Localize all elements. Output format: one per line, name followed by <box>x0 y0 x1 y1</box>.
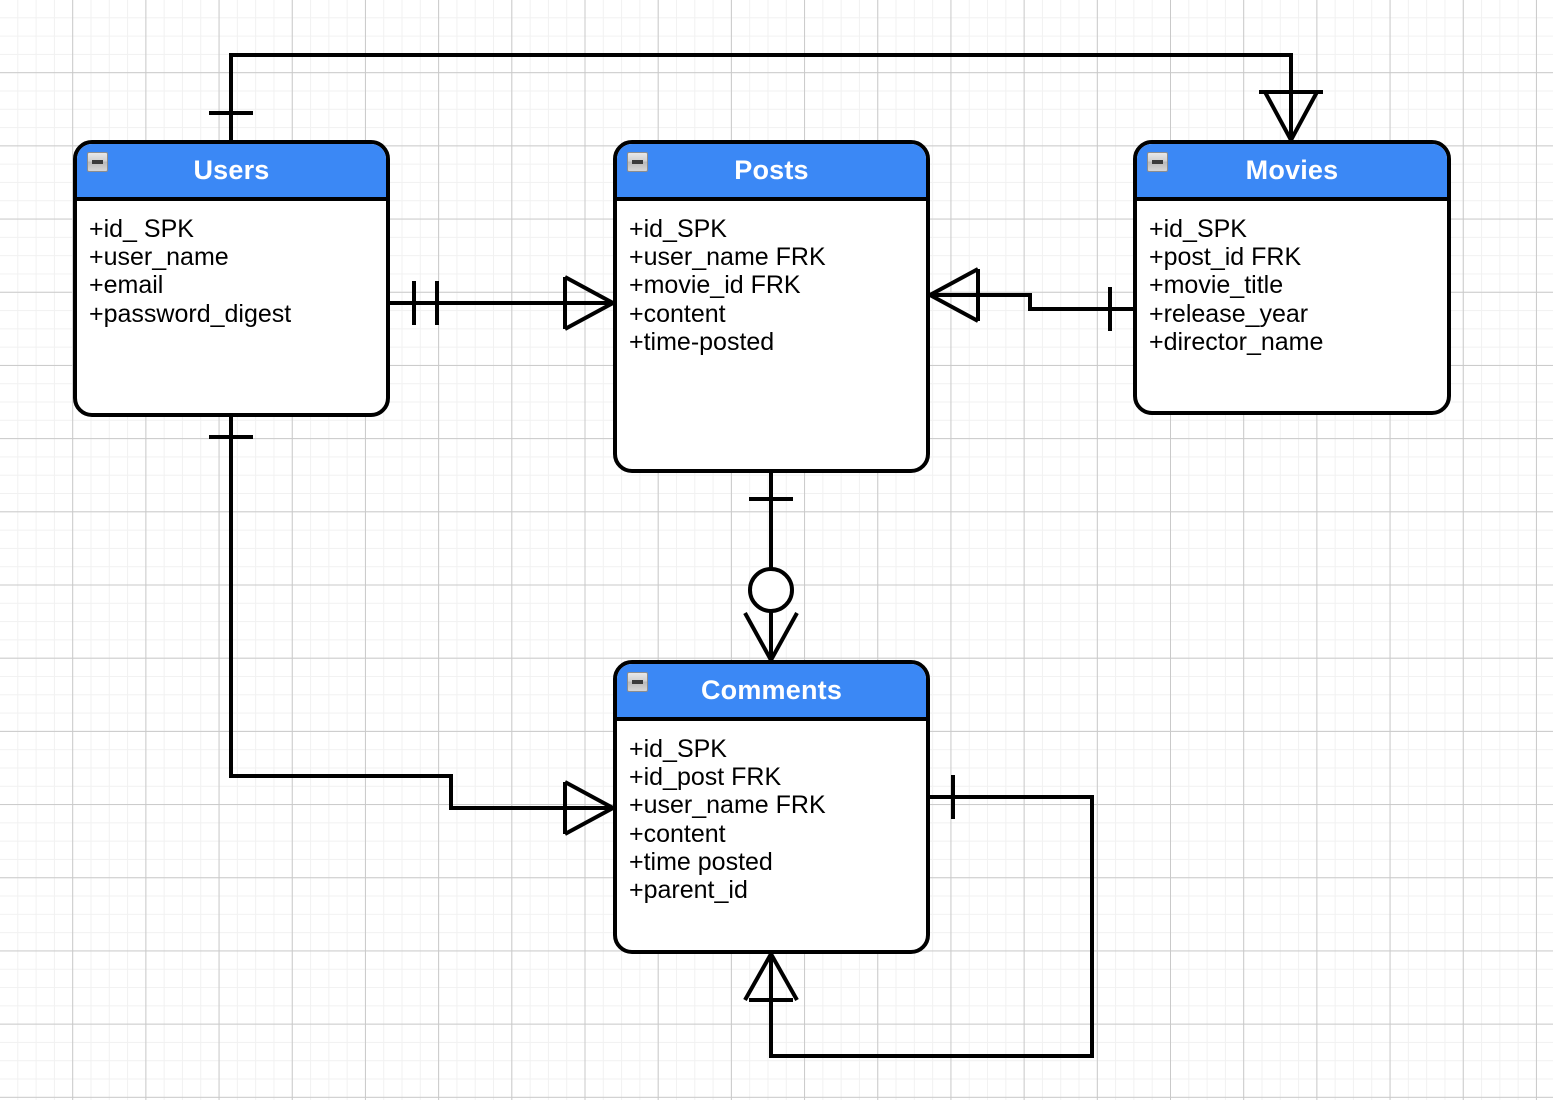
entity-comments-title: Comments <box>700 675 843 705</box>
attribute-row: +content <box>629 299 726 328</box>
entity-movies[interactable]: Movies +id_SPK +post_id FRK +movie_title… <box>1133 140 1451 415</box>
entity-users[interactable]: Users +id_ SPK +user_name +email +passwo… <box>73 140 390 417</box>
attribute-row: +time posted <box>629 847 773 876</box>
minus-icon[interactable] <box>627 152 648 172</box>
attribute-row: +id_SPK <box>1149 215 1247 243</box>
attribute-row: +email <box>89 271 164 300</box>
attribute-row: +id_ SPK <box>89 215 194 243</box>
relationship-posts-movies <box>929 267 1133 331</box>
attribute-row: +content <box>629 819 726 848</box>
attribute-row: +id_SPK <box>629 215 727 243</box>
attribute-row: +movie_title <box>1149 271 1284 300</box>
entity-comments-header: Comments <box>617 664 926 721</box>
entity-posts-title: Posts <box>734 155 809 185</box>
attribute-row: +id_SPK <box>629 735 727 763</box>
entity-posts-header: Posts <box>617 144 926 201</box>
relationship-users-movies <box>209 53 1323 141</box>
attribute-row: +director_name <box>1149 327 1324 356</box>
entity-movies-header: Movies <box>1137 144 1447 201</box>
attribute-row: +user_name <box>89 243 229 272</box>
minus-icon[interactable] <box>87 152 108 172</box>
attribute-row: +password_digest <box>89 299 292 328</box>
entity-movies-attributes: +id_SPK +post_id FRK +movie_title +relea… <box>1137 201 1447 356</box>
entity-posts-attributes: +id_SPK +user_name FRK +movie_id FRK +co… <box>617 201 926 356</box>
attribute-row: +release_year <box>1149 299 1309 328</box>
attribute-row: +parent_id <box>629 876 748 905</box>
attribute-row: +movie_id FRK <box>629 271 801 300</box>
relationship-posts-comments <box>743 473 799 661</box>
entity-users-header: Users <box>77 144 386 201</box>
relationship-users-posts <box>390 275 614 331</box>
attribute-row: +time-posted <box>629 327 775 356</box>
attribute-row: +user_name FRK <box>629 791 826 820</box>
attribute-row: +id_post FRK <box>629 763 782 792</box>
attribute-row: +post_id FRK <box>1149 243 1302 272</box>
entity-posts[interactable]: Posts +id_SPK +user_name FRK +movie_id F… <box>613 140 930 473</box>
entity-movies-title: Movies <box>1245 155 1339 185</box>
entity-comments-attributes: +id_SPK +id_post FRK +user_name FRK +con… <box>617 721 926 904</box>
entity-users-title: Users <box>193 155 270 185</box>
entity-users-attributes: +id_ SPK +user_name +email +password_dig… <box>77 201 386 328</box>
minus-icon[interactable] <box>1147 152 1168 172</box>
relationship-users-comments <box>209 417 614 836</box>
attribute-row: +user_name FRK <box>629 243 826 272</box>
entity-comments[interactable]: Comments +id_SPK +id_post FRK +user_name… <box>613 660 930 954</box>
relationship-comments-self <box>743 775 1094 1058</box>
minus-icon[interactable] <box>627 672 648 692</box>
